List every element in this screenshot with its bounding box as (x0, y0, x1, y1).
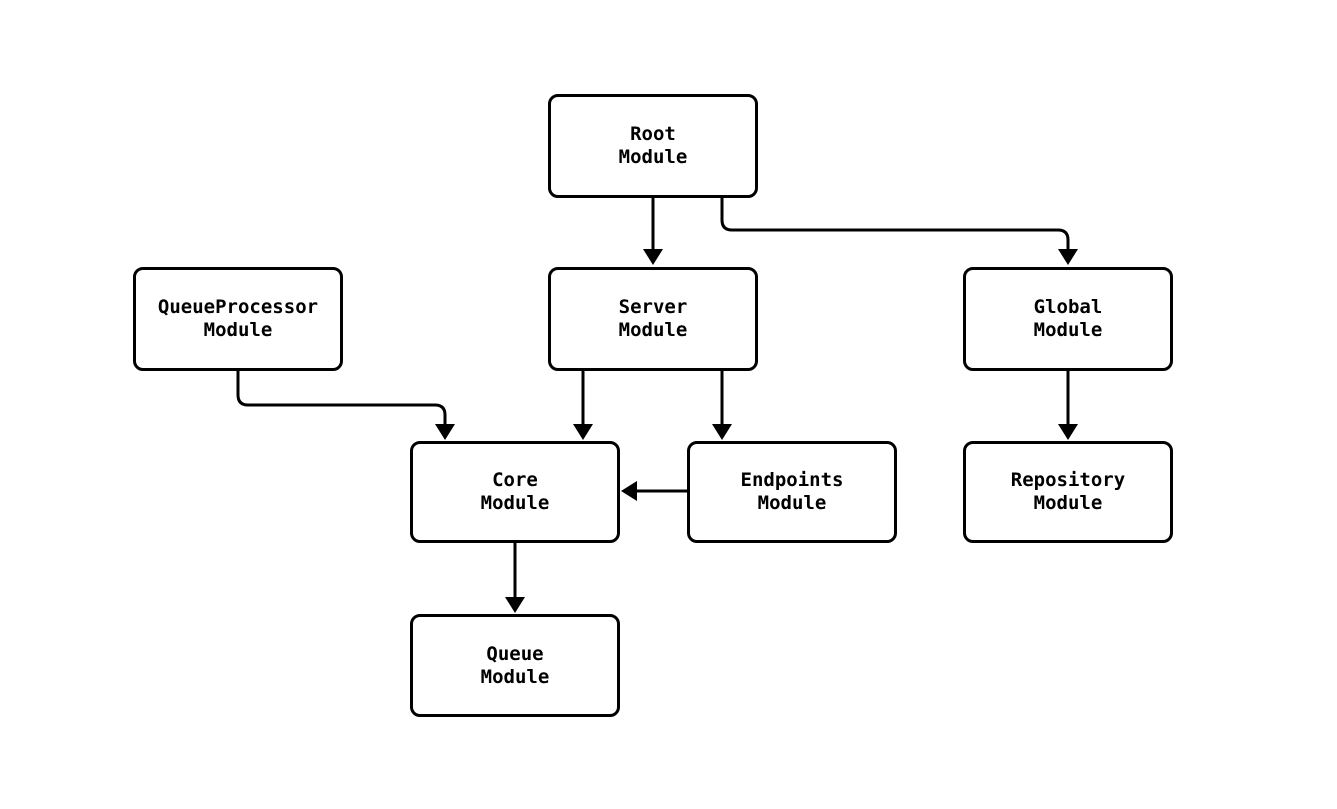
node-queue-module-line1: Queue (486, 642, 544, 665)
node-repository-module-line1: Repository (1010, 469, 1126, 491)
node-repository-module-line2: Module (1033, 492, 1103, 514)
node-endpoints-module[interactable]: Endpoints Module (687, 441, 897, 543)
edge-root-to-global (720, 198, 1078, 265)
node-queue-module[interactable]: Queue Module (410, 614, 620, 717)
arrowhead-server-to-endpoints (712, 424, 732, 440)
node-queueprocessor-module[interactable]: QueueProcessor Module (133, 267, 343, 371)
node-endpoints-module-line1: Endpoints (740, 469, 844, 491)
node-root-module-line2: Module (618, 146, 688, 168)
node-repository-module[interactable]: Repository Module (963, 441, 1173, 543)
arrowhead-root-to-global (1058, 249, 1078, 265)
node-global-module-line2: Module (1033, 319, 1103, 341)
node-global-module[interactable]: Global Module (963, 267, 1173, 371)
arrowhead-core-to-queue (505, 597, 525, 613)
arrowhead-queueprocessor-to-core (435, 424, 455, 440)
node-root-module-line1: Root (630, 123, 676, 145)
edge-server-to-core (573, 371, 593, 440)
arrowhead-global-to-repository (1058, 424, 1078, 440)
node-server-module-line2: Module (618, 319, 688, 341)
edge-root-to-server (643, 198, 663, 265)
node-server-module-line1: Server (618, 296, 688, 318)
edge-global-to-repository (1058, 371, 1078, 440)
node-core-module-line2: Module (480, 492, 550, 514)
arrowhead-server-to-core (573, 424, 593, 440)
arrowhead-endpoints-to-core (621, 481, 637, 501)
node-queue-module-line2: Module (480, 665, 550, 688)
node-queueprocessor-module-line2: Module (203, 319, 273, 341)
node-endpoints-module-line2: Module (757, 492, 827, 514)
edge-endpoints-to-core (621, 481, 687, 501)
node-root-module[interactable]: Root Module (548, 94, 758, 198)
arrowhead-root-to-server (643, 249, 663, 265)
edge-server-to-endpoints (712, 371, 732, 440)
edge-core-to-queue (505, 543, 525, 613)
node-core-module[interactable]: Core Module (410, 441, 620, 543)
node-global-module-line1: Global (1033, 296, 1103, 318)
edge-queueprocessor-to-core (236, 371, 455, 440)
node-core-module-line1: Core (492, 469, 538, 491)
node-server-module[interactable]: Server Module (548, 267, 758, 371)
node-queueprocessor-module-line1: QueueProcessor (157, 296, 319, 318)
